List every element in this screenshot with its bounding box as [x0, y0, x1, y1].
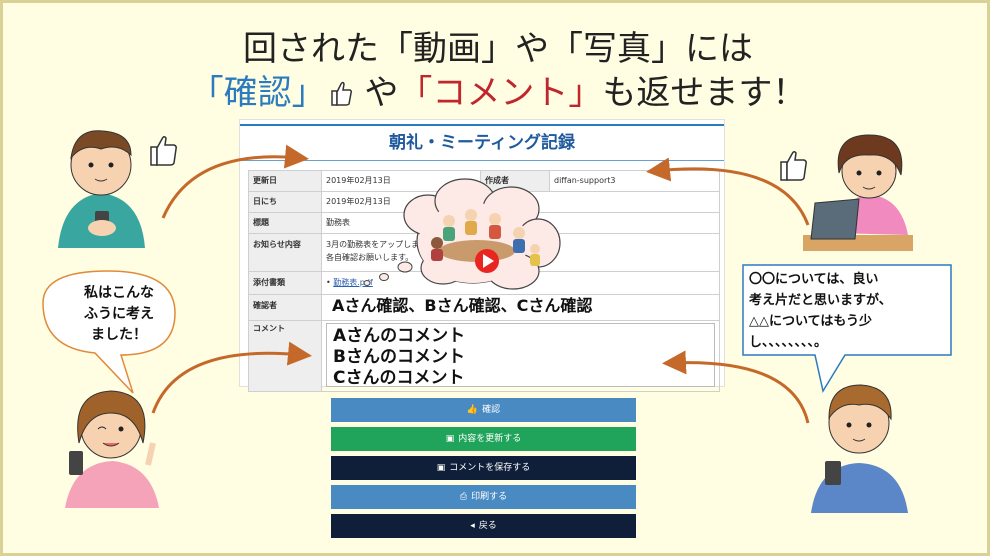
play-icon[interactable] — [475, 249, 499, 273]
date-label: 日にち — [248, 191, 322, 213]
thumbs-up-icon — [780, 150, 807, 181]
bubble-tails — [42, 264, 952, 394]
form-top-rule — [240, 124, 724, 126]
flow-arrows — [151, 144, 810, 424]
left-bubble-line1: 私はこんな — [84, 285, 154, 301]
woman-with-phone-icon — [65, 390, 159, 508]
left-bubble-line3: ました！ — [91, 327, 147, 343]
comment-textarea[interactable]: Aさんのコメント Bさんのコメント Cさんのコメント — [326, 323, 715, 388]
right-speech-bubble: 〇〇については、良い 考え片だと思いますが、 △△についてはもう少 し、、、、、… — [749, 269, 949, 353]
left-speech-bubble: 私はこんな ふうに考え ました！ — [63, 283, 175, 346]
right-bubble-line2: 考え片だと思いますが、 — [749, 293, 892, 308]
print-icon: ⎙ — [459, 492, 468, 502]
right-bubble-line3: △△についてはもう少 — [749, 314, 872, 329]
headline-tail: も返せます！ — [602, 73, 807, 113]
notice-line-1: 3月の勤務表をアップしま — [326, 240, 420, 249]
thumbs-up-icon — [150, 135, 177, 166]
update-button-label: 内容を更新する — [458, 434, 522, 444]
confirm-button[interactable]: 👍確認 — [331, 398, 636, 422]
right-bubble-line1: 〇〇については、良い — [749, 272, 879, 287]
headline-confirm: 「確認」 — [189, 73, 326, 113]
form-title: 朝礼・ミーティング記録 — [389, 133, 575, 153]
man-with-phone-icon — [58, 130, 145, 248]
attachment-link[interactable]: 勤務表.pdf — [333, 278, 373, 287]
characters — [58, 130, 913, 513]
back-arrow-icon: ◂ — [470, 521, 475, 531]
thumbs-up-icon — [326, 77, 354, 107]
attach-label: 添付書類 — [248, 271, 322, 295]
left-bubble-line2: ふうに考え — [84, 306, 154, 322]
meeting-video-cloud — [363, 178, 561, 290]
woman-at-laptop-icon — [803, 134, 913, 251]
right-bubble-line4: し、、、、、、、、。 — [749, 335, 828, 350]
save-icon: ▣ — [445, 434, 455, 444]
headline-line2: 「確認」 や「コメント」も返せます！ — [3, 65, 990, 114]
form-title-rule — [240, 160, 724, 161]
back-button-label: 戻る — [478, 521, 497, 531]
save-icon: ▣ — [436, 463, 446, 473]
headline-line1: 回された「動画」や「写真」には — [243, 29, 753, 69]
save-comment-button[interactable]: ▣コメントを保存する — [331, 456, 636, 480]
author-label: 作成者 — [480, 170, 550, 192]
headline-comment: 「コメント」 — [398, 73, 603, 113]
comment-a: Aさんのコメント — [333, 326, 466, 346]
headline-ya: や — [364, 73, 399, 113]
save-comment-button-label: コメントを保存する — [449, 463, 531, 473]
man-with-phone-icon-2 — [811, 384, 908, 513]
arrow-top-right — [646, 157, 810, 226]
back-button[interactable]: ◂戻る — [331, 514, 636, 538]
comment-c: Cさんのコメント — [333, 368, 465, 388]
update-button[interactable]: ▣内容を更新する — [331, 427, 636, 451]
notice-label: お知らせ内容 — [248, 233, 322, 272]
notice-line-2: 各自確認お願いします。 — [326, 253, 414, 262]
comment-b: Bさんのコメント — [333, 347, 465, 367]
subject-label: 標題 — [248, 212, 322, 234]
print-button-label: 印刷する — [471, 492, 508, 502]
arrow-bottom-left — [151, 341, 312, 414]
arrow-top-left — [161, 144, 309, 219]
thumbs-up-icon: 👍 — [466, 405, 479, 415]
print-button[interactable]: ⎙印刷する — [331, 485, 636, 509]
confirm-button-label: 確認 — [482, 405, 501, 415]
confirmers-value: Aさん確認、Bさん確認、Cさん確認 — [332, 296, 593, 315]
arrow-bottom-right — [662, 350, 810, 424]
